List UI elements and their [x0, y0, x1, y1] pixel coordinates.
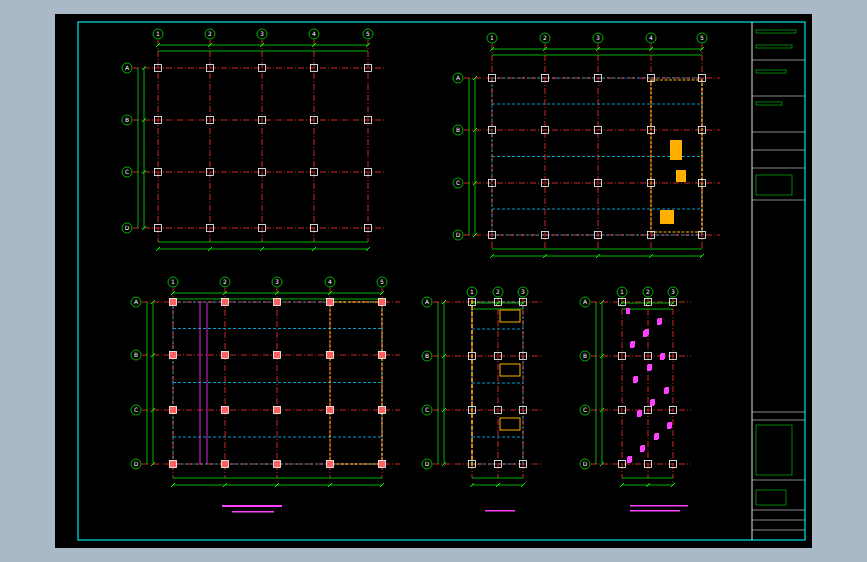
axis-number: D: [129, 460, 143, 468]
axis-number: 1: [151, 30, 165, 38]
axis-number: 3: [516, 288, 530, 296]
axis-number: 5: [695, 34, 709, 42]
axis-number: D: [578, 460, 592, 468]
axis-number: 1: [166, 278, 180, 286]
axis-number: C: [451, 179, 465, 187]
floor-plan: [422, 287, 541, 512]
title-block: [752, 22, 805, 540]
axis-number: A: [420, 298, 434, 306]
axis-number: C: [120, 168, 134, 176]
axis-number: 1: [615, 288, 629, 296]
floor-plan: [580, 287, 691, 512]
sheet-frame: [78, 22, 805, 540]
axis-number: 5: [361, 30, 375, 38]
axis-number: 2: [491, 288, 505, 296]
floor-plan: [453, 33, 720, 258]
sheet-ground: [55, 14, 812, 548]
axis-number: D: [451, 231, 465, 239]
axis-number: 1: [485, 34, 499, 42]
axis-number: 3: [591, 34, 605, 42]
axis-number: B: [578, 352, 592, 360]
axis-number: B: [451, 126, 465, 134]
axis-number: 2: [641, 288, 655, 296]
axis-number: A: [578, 298, 592, 306]
axis-number: A: [451, 74, 465, 82]
axis-number: 1: [465, 288, 479, 296]
axis-number: D: [120, 224, 134, 232]
axis-number: 2: [203, 30, 217, 38]
axis-number: B: [420, 352, 434, 360]
axis-number: 4: [323, 278, 337, 286]
axis-number: C: [129, 406, 143, 414]
axis-number: 4: [644, 34, 658, 42]
axis-number: B: [129, 351, 143, 359]
axis-number: 4: [307, 30, 321, 38]
axis-number: 2: [538, 34, 552, 42]
axis-number: 3: [270, 278, 284, 286]
axis-number: C: [578, 406, 592, 414]
axis-number: 3: [255, 30, 269, 38]
axis-number: A: [129, 298, 143, 306]
floor-plan: [122, 29, 386, 251]
axis-number: A: [120, 64, 134, 72]
axis-number: C: [420, 406, 434, 414]
axis-number: B: [120, 116, 134, 124]
axis-number: D: [420, 460, 434, 468]
axis-number: 3: [666, 288, 680, 296]
axis-number: 2: [218, 278, 232, 286]
axis-number: 5: [375, 278, 389, 286]
floor-plan: [131, 277, 400, 513]
